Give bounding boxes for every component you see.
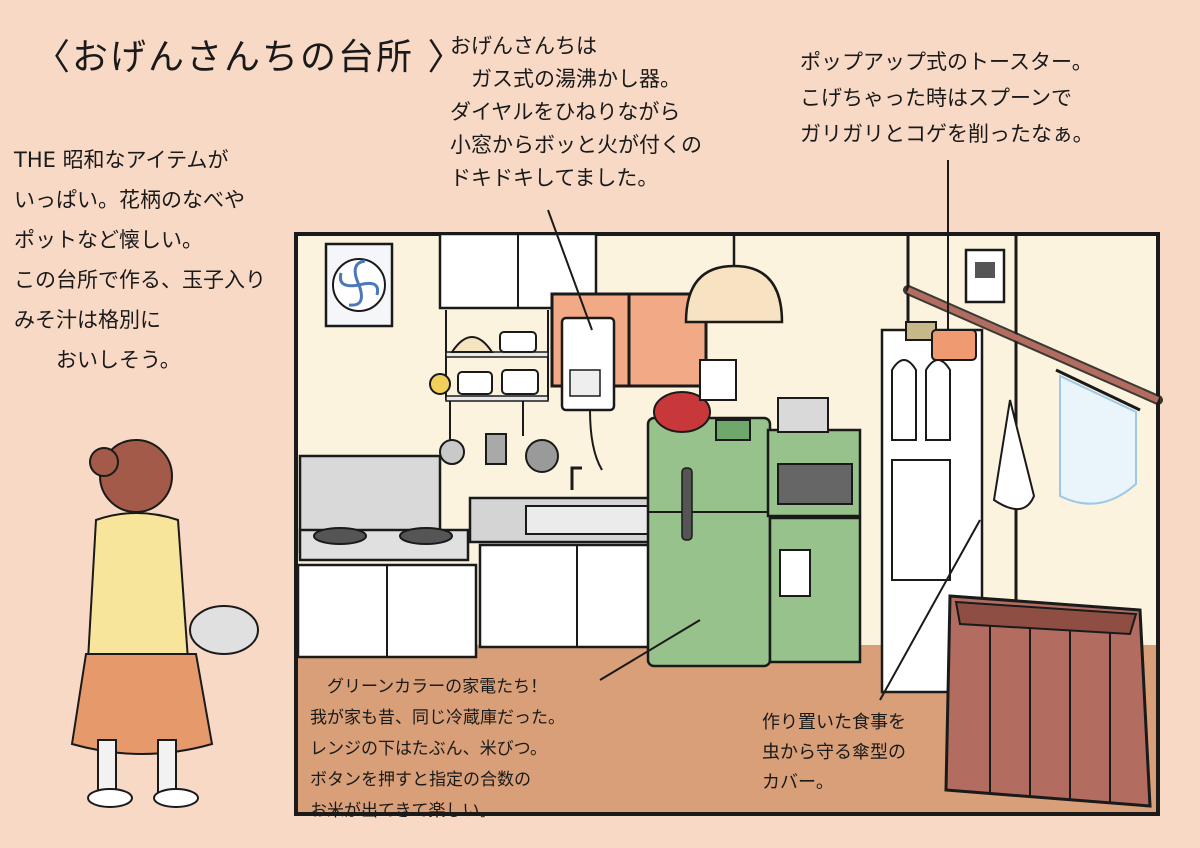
annotation-line: お米が出てきて楽しい。	[310, 801, 497, 821]
gas-stove	[296, 454, 478, 659]
annotation-line: ボタンを押すと指定の合数の	[310, 770, 531, 790]
annotation-line: いっぱい。花柄のなべや	[14, 188, 245, 212]
page-title: 〈おげんさんちの台所 〉	[34, 37, 466, 78]
towel-curtain	[992, 368, 1141, 510]
annotation-line: ドキドキしてました。	[450, 166, 659, 190]
ventilation-fan	[324, 242, 394, 328]
annotation-line: おいしそう。	[14, 348, 181, 372]
annotation-line: 作り置いた食事を	[762, 712, 906, 733]
wall-switch	[964, 248, 1006, 304]
annotation-line: THE 昭和なアイテムが	[14, 148, 229, 172]
annotation-line: この台所で作る、玉子入り	[14, 268, 266, 292]
annotation-line: グリーンカラーの家電たち！	[310, 677, 548, 697]
annotation-line: カバー。	[762, 772, 834, 793]
sink	[468, 466, 676, 649]
wooden-crate	[944, 594, 1152, 808]
annotation-line: レンジの下はたぶん、米びつ。	[310, 739, 547, 759]
pendant-lamp	[684, 234, 784, 324]
microwave-rice-dispenser	[766, 397, 862, 664]
food-cover-annotation: 作り置いた食事を 虫から守る傘型の カバー。	[762, 708, 906, 798]
annotation-line: ダイヤルをひねりながら	[450, 100, 681, 124]
leader-lines	[547, 209, 981, 701]
left-annotation: THE 昭和なアイテムが いっぱい。花柄のなべや ポットなど懐しい。 この台所で…	[14, 140, 266, 380]
annotation-line: ポップアップ式のトースター。	[800, 50, 1093, 74]
green-refrigerator	[646, 359, 772, 668]
pot-shelf	[429, 310, 559, 473]
annotation-line: ガリガリとコゲを削ったなぁ。	[800, 122, 1094, 146]
woman-figure	[70, 439, 259, 808]
annotation-line: みそ汁は格別に	[14, 308, 161, 332]
annotation-line: こげちゃった時はスプーンで	[800, 86, 1072, 110]
annotation-line: 小窓からボッと火が付くの	[450, 133, 702, 157]
annotation-line: 虫から守る傘型の	[762, 742, 906, 763]
annotation-line: おげんさんちは	[450, 34, 597, 58]
annotation-line: ポットなど懐しい。	[14, 228, 203, 252]
toaster-annotation: ポップアップ式のトースター。 こげちゃった時はスプーンで ガリガリとコゲを削った…	[800, 44, 1094, 152]
annotation-line: 我が家も昔、同じ冷蔵庫だった。	[310, 708, 565, 728]
green-appliances-annotation: グリーンカラーの家電たち！ 我が家も昔、同じ冷蔵庫だった。 レンジの下はたぶん、…	[310, 672, 565, 827]
annotation-line: ガス式の湯沸かし器。	[450, 67, 681, 91]
water-heater-annotation: おげんさんちは ガス式の湯沸かし器。 ダイヤルをひねりながら 小窓からボッと火が…	[450, 30, 702, 195]
